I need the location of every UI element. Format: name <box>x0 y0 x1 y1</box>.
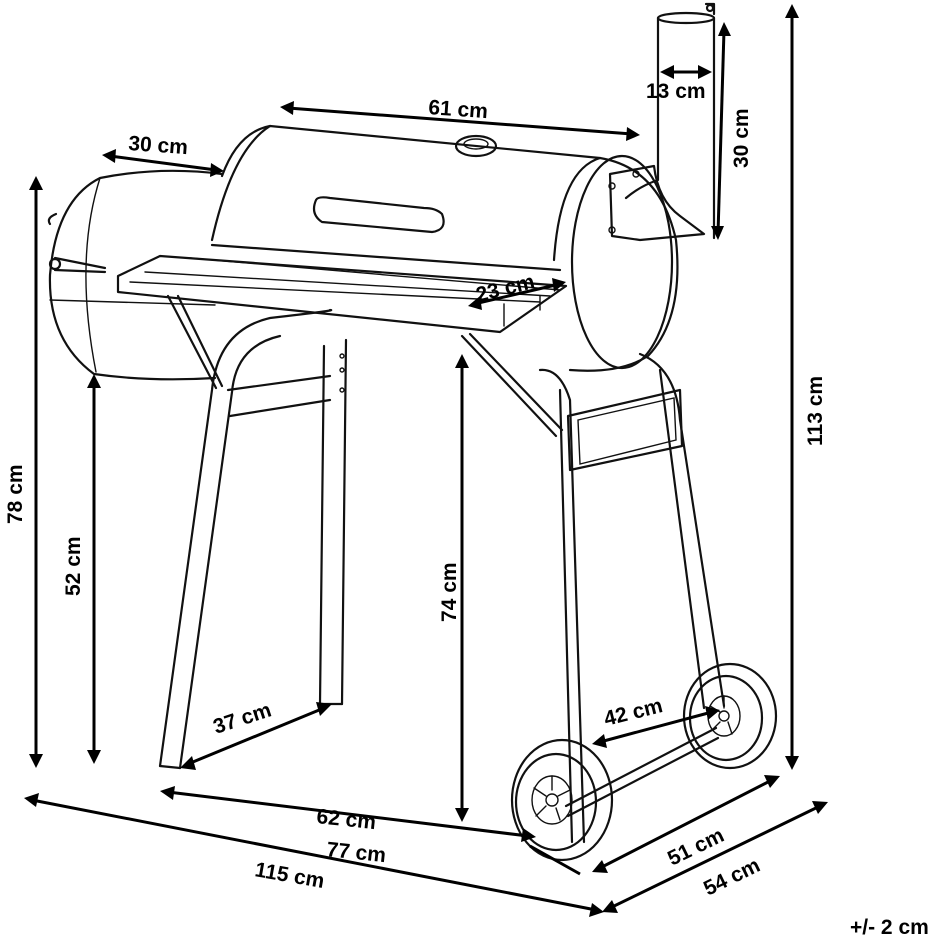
firebox <box>47 169 224 381</box>
arrowhead <box>455 354 469 368</box>
arrowhead <box>785 4 799 18</box>
arrowhead <box>455 808 469 822</box>
arrowhead <box>764 775 780 788</box>
axle-width-line <box>599 710 713 744</box>
axle-width-label: 42 cm <box>602 694 665 731</box>
cart-frame <box>158 308 726 844</box>
arrowhead <box>705 706 720 720</box>
arrowhead <box>592 734 607 748</box>
arrowhead <box>660 65 674 79</box>
arrowhead <box>812 801 828 814</box>
total-length-label: 115 cm <box>253 858 326 893</box>
arrowhead <box>718 22 731 36</box>
arrowhead <box>280 101 294 115</box>
total-height-label: 113 cm <box>804 376 827 446</box>
leg-spacing-line <box>187 706 325 766</box>
arrowhead <box>521 828 536 842</box>
arrowhead <box>785 756 799 770</box>
base-length-label: 77 cm <box>325 838 387 867</box>
total-length-line <box>31 798 597 912</box>
shelf-height-label: 74 cm <box>438 562 461 622</box>
base-length-line <box>529 844 581 876</box>
arrowhead <box>160 786 175 800</box>
dimension-lines <box>24 4 828 917</box>
arrowhead <box>24 793 39 807</box>
arrowhead <box>87 750 101 764</box>
arrowhead <box>29 754 43 768</box>
shelf-depth-line <box>473 282 561 306</box>
chimney-height-line <box>716 29 726 235</box>
tolerance-note: +/- 2 cm <box>850 916 929 939</box>
firebox-width-label: 30 cm <box>128 132 189 159</box>
inner-depth-line <box>599 778 773 870</box>
chimney-height-label: 30 cm <box>730 108 753 168</box>
cooking-chamber <box>210 124 679 372</box>
lid-width-line <box>287 106 633 136</box>
arrowhead <box>468 296 482 310</box>
arrowhead <box>180 756 196 770</box>
arrowhead <box>102 149 116 163</box>
total-depth-line <box>609 804 821 910</box>
arrowhead <box>87 374 101 388</box>
front-shelf <box>116 254 568 438</box>
arrowhead <box>589 903 604 917</box>
base-inner-line <box>167 790 529 838</box>
firebox-bottom-label: 52 cm <box>62 536 85 596</box>
firebox-height-label: 78 cm <box>4 464 27 524</box>
arrowhead <box>210 163 224 177</box>
arrowhead <box>698 65 712 79</box>
chimney-diameter-label: 13 cm <box>646 80 706 103</box>
arrowhead <box>316 702 332 716</box>
chimney <box>608 2 716 242</box>
arrowhead <box>626 127 640 141</box>
arrowhead <box>552 278 566 292</box>
arrowhead <box>29 176 43 190</box>
front-wheel <box>510 738 614 862</box>
base-inner-label: 62 cm <box>315 805 377 834</box>
lid-width-label: 61 cm <box>428 96 489 123</box>
arrowhead <box>602 900 618 913</box>
grill-drawing <box>47 2 778 862</box>
arrowhead <box>592 860 608 873</box>
firebox-width-line <box>109 154 217 172</box>
arrowhead <box>711 226 724 240</box>
